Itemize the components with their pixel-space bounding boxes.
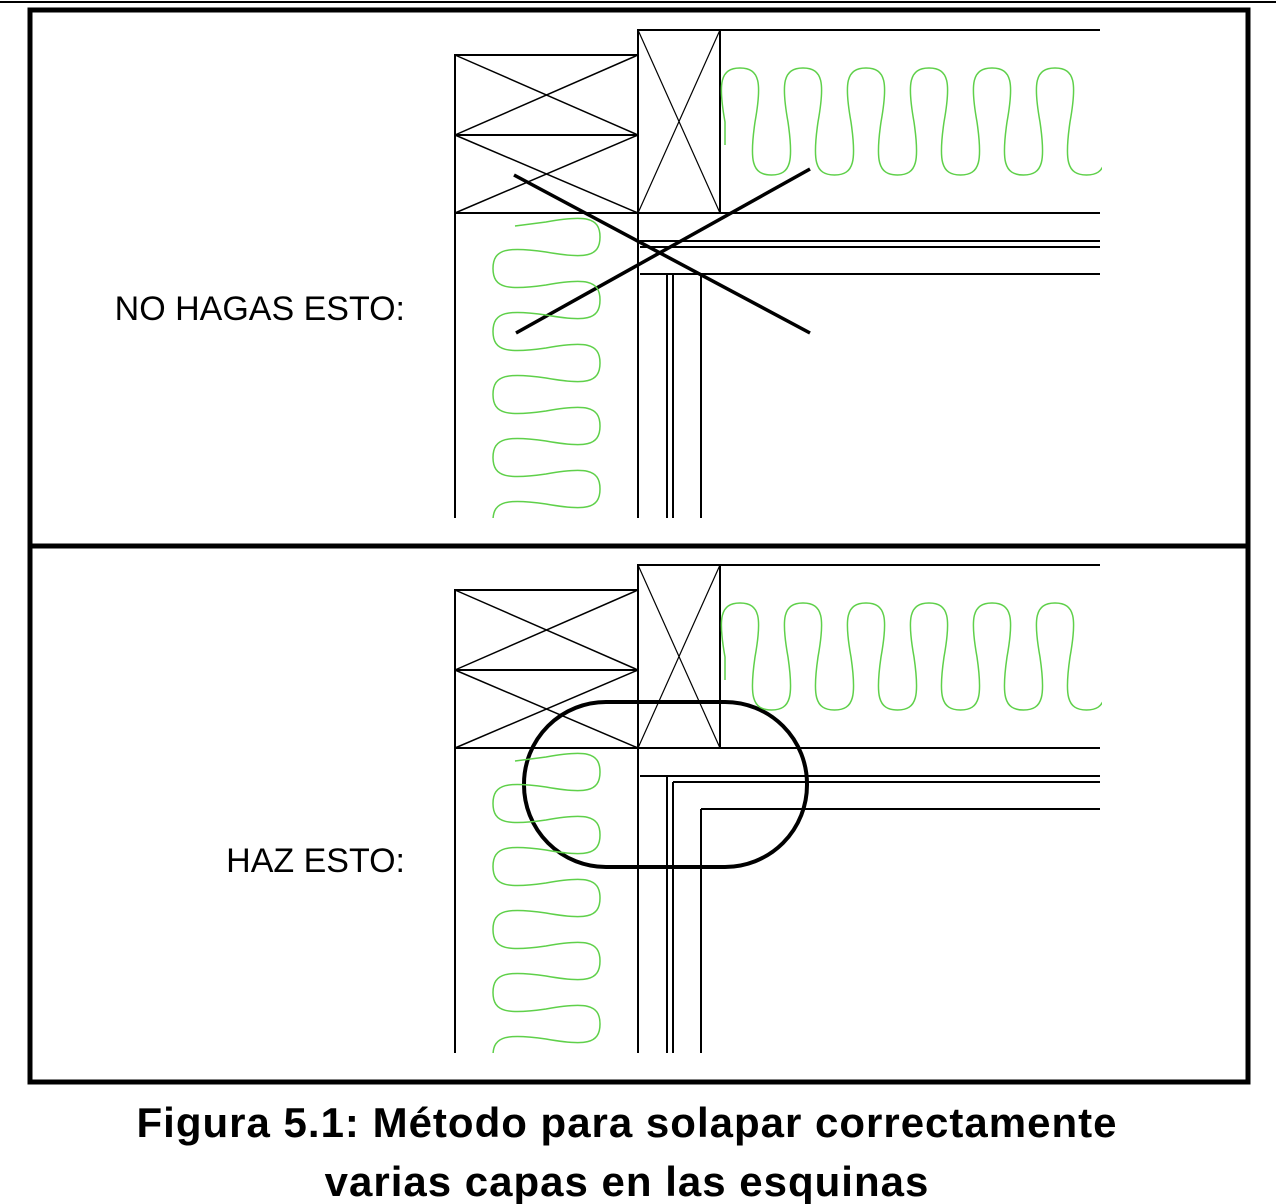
correct-label: HAZ ESTO: [226, 842, 405, 880]
plate-cross-line [454, 134, 639, 214]
insulation-vertical [492, 217, 601, 518]
highlight-ellipse [522, 700, 809, 869]
stud-cross-line [637, 29, 721, 214]
cross-out-line [515, 167, 811, 335]
figure-caption-line1: Figura 5.1: Método para solapar correcta… [137, 1099, 1118, 1146]
cross-out-line [513, 173, 811, 335]
insulation-horizontal [720, 602, 1102, 711]
insulation-horizontal [720, 67, 1102, 176]
plate-cross-line [454, 54, 639, 136]
panel-correct [454, 564, 1102, 1053]
plate-cross-line [454, 589, 639, 671]
plate-cross-line [454, 669, 639, 749]
stud-cross-line [637, 564, 721, 749]
incorrect-label: NO HAGAS ESTO: [115, 290, 405, 328]
insulation-vertical [492, 752, 601, 1053]
panel-incorrect [454, 29, 1102, 518]
figure-caption-line2: varias capas en las esquinas [325, 1158, 930, 1204]
